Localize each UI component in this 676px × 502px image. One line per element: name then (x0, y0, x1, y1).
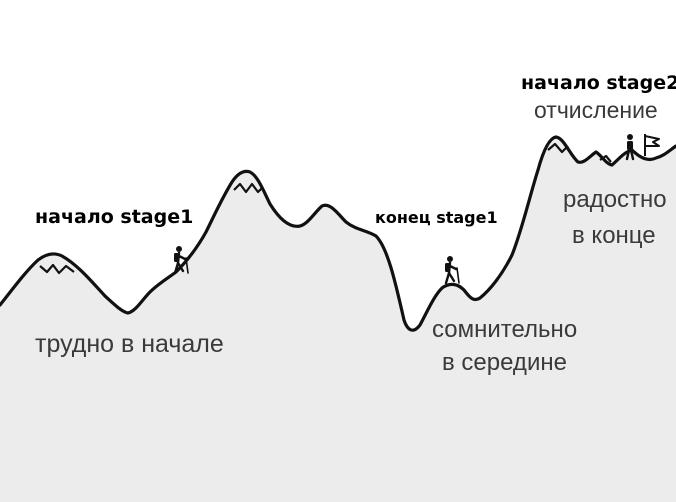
hiker-icon (444, 256, 460, 285)
label-start-stage1: начало stage1 (35, 206, 194, 228)
snow-cap-left (39, 263, 75, 275)
hiker-icon (625, 134, 635, 161)
label-hard-at-start: трудно в начале (35, 330, 224, 358)
snow-cap-right (547, 142, 569, 154)
label-end-stage1: конец stage1 (375, 208, 498, 227)
mountain-ridge-line (0, 135, 676, 332)
flag-icon (644, 134, 660, 156)
label-expulsion: отчисление (534, 97, 658, 123)
label-joyful-line1: радостно (563, 186, 667, 213)
ground-fill (0, 137, 676, 502)
label-joyful-line2: в конце (572, 222, 656, 249)
label-doubt-line2: в середине (442, 349, 567, 376)
label-doubt-line1: сомнительно (432, 316, 578, 343)
snow-cap-right-small (599, 154, 612, 163)
snow-cap-middle (233, 182, 263, 194)
label-start-stage2: начало stage2 (521, 72, 676, 94)
hiker-icon (173, 246, 189, 275)
